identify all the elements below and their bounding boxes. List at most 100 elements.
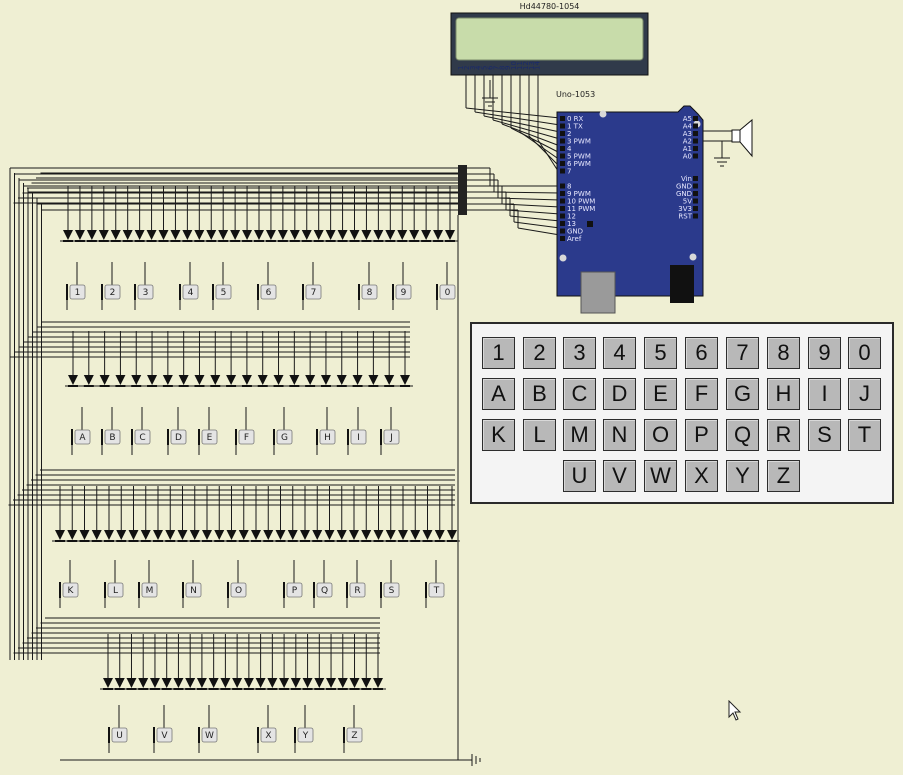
keypad-key-B[interactable]: B [523, 378, 556, 410]
keypad-key-W[interactable]: W [644, 460, 677, 492]
keypad-key-K[interactable]: K [482, 419, 515, 451]
key-1[interactable]: 1 [69, 284, 86, 300]
pin-header[interactable] [560, 191, 565, 196]
key-5[interactable]: 5 [215, 284, 232, 300]
key-9[interactable]: 9 [395, 284, 412, 300]
pin-header[interactable] [560, 228, 565, 234]
keypad-key-H[interactable]: H [767, 378, 800, 410]
pin-header[interactable] [560, 221, 565, 226]
pin-header[interactable] [693, 153, 698, 159]
pin-header[interactable] [560, 146, 565, 151]
key-Y[interactable]: Y [297, 727, 314, 743]
key-A[interactable]: A [74, 429, 91, 445]
pin-header[interactable] [693, 213, 698, 219]
keypad-key-J[interactable]: J [848, 378, 881, 410]
key-H[interactable]: H [319, 429, 336, 445]
key-K[interactable]: K [62, 582, 79, 598]
keypad-key-V[interactable]: V [603, 460, 636, 492]
key-O[interactable]: O [230, 582, 247, 598]
key-I[interactable]: I [350, 429, 367, 445]
pin-header[interactable] [693, 191, 698, 196]
keypad-key-1[interactable]: 1 [482, 337, 515, 369]
pin-header[interactable] [693, 131, 698, 136]
keypad-key-I[interactable]: I [808, 378, 841, 410]
keypad-key-T[interactable]: T [848, 419, 881, 451]
key-P[interactable]: P [286, 582, 303, 598]
key-N[interactable]: N [185, 582, 202, 598]
keypad-key-M[interactable]: M [563, 419, 596, 451]
keypad-key-O[interactable]: O [644, 419, 677, 451]
keypad-key-L[interactable]: L [523, 419, 556, 451]
key-D[interactable]: D [170, 429, 187, 445]
pin-header[interactable] [560, 131, 565, 136]
key-C[interactable]: C [134, 429, 151, 445]
keypad-key-G[interactable]: G [726, 378, 759, 410]
pin-header[interactable] [693, 206, 698, 211]
pin-header[interactable] [560, 213, 565, 219]
pin-header[interactable] [560, 123, 565, 129]
key-6[interactable]: 6 [260, 284, 277, 300]
key-U[interactable]: U [111, 727, 128, 743]
key-3[interactable]: 3 [137, 284, 154, 300]
pin-header[interactable] [693, 183, 698, 189]
key-8[interactable]: 8 [361, 284, 378, 300]
key-7[interactable]: 7 [305, 284, 322, 300]
keypad-key-N[interactable]: N [603, 419, 636, 451]
keypad-key-4[interactable]: 4 [603, 337, 636, 369]
keypad-key-C[interactable]: C [563, 378, 596, 410]
pin-header[interactable] [560, 206, 565, 211]
key-L[interactable]: L [107, 582, 124, 598]
pin-header[interactable] [560, 168, 565, 174]
key-M[interactable]: M [141, 582, 158, 598]
keypad-key-D[interactable]: D [603, 378, 636, 410]
keypad-key-F[interactable]: F [685, 378, 718, 410]
pin-header[interactable] [693, 198, 698, 204]
key-F[interactable]: F [238, 429, 255, 445]
keypad-key-X[interactable]: X [685, 460, 718, 492]
keypad-key-7[interactable]: 7 [726, 337, 759, 369]
keypad-key-A[interactable]: A [482, 378, 515, 410]
keypad-key-Y[interactable]: Y [726, 460, 759, 492]
key-Q[interactable]: Q [316, 582, 333, 598]
keypad-key-6[interactable]: 6 [685, 337, 718, 369]
keypad-key-8[interactable]: 8 [767, 337, 800, 369]
key-G[interactable]: G [276, 429, 293, 445]
pin-header[interactable] [693, 116, 698, 121]
pin-header[interactable] [693, 176, 698, 181]
speaker-icon[interactable] [703, 118, 753, 167]
keypad-key-Z[interactable]: Z [767, 460, 800, 492]
keypad-key-S[interactable]: S [808, 419, 841, 451]
keypad-key-U[interactable]: U [563, 460, 596, 492]
keypad-key-P[interactable]: P [685, 419, 718, 451]
key-X[interactable]: X [260, 727, 277, 743]
key-0[interactable]: 0 [439, 284, 456, 300]
pin-header[interactable] [560, 138, 565, 144]
key-Z[interactable]: Z [346, 727, 363, 743]
pin-header[interactable] [560, 161, 565, 166]
keypad-key-E[interactable]: E [644, 378, 677, 410]
pin-header[interactable] [560, 116, 565, 121]
key-S[interactable]: S [383, 582, 400, 598]
keypad-key-R[interactable]: R [767, 419, 800, 451]
key-J[interactable]: J [383, 429, 400, 445]
keypad-key-2[interactable]: 2 [523, 337, 556, 369]
pin-header[interactable] [560, 183, 565, 189]
pin-header[interactable] [560, 153, 565, 159]
keypad-key-Q[interactable]: Q [726, 419, 759, 451]
keypad-key-5[interactable]: 5 [644, 337, 677, 369]
pin-header[interactable] [693, 138, 698, 144]
pin-header[interactable] [560, 198, 565, 204]
key-W[interactable]: W [201, 727, 218, 743]
keypad-key-0[interactable]: 0 [848, 337, 881, 369]
key-B[interactable]: B [104, 429, 121, 445]
keypad-key-3[interactable]: 3 [563, 337, 596, 369]
key-2[interactable]: 2 [104, 284, 121, 300]
key-V[interactable]: V [156, 727, 173, 743]
key-E[interactable]: E [201, 429, 218, 445]
key-T[interactable]: T [428, 582, 445, 598]
key-4[interactable]: 4 [182, 284, 199, 300]
keypad-key-9[interactable]: 9 [808, 337, 841, 369]
pin-header[interactable] [560, 236, 565, 241]
pin-header[interactable] [693, 146, 698, 151]
